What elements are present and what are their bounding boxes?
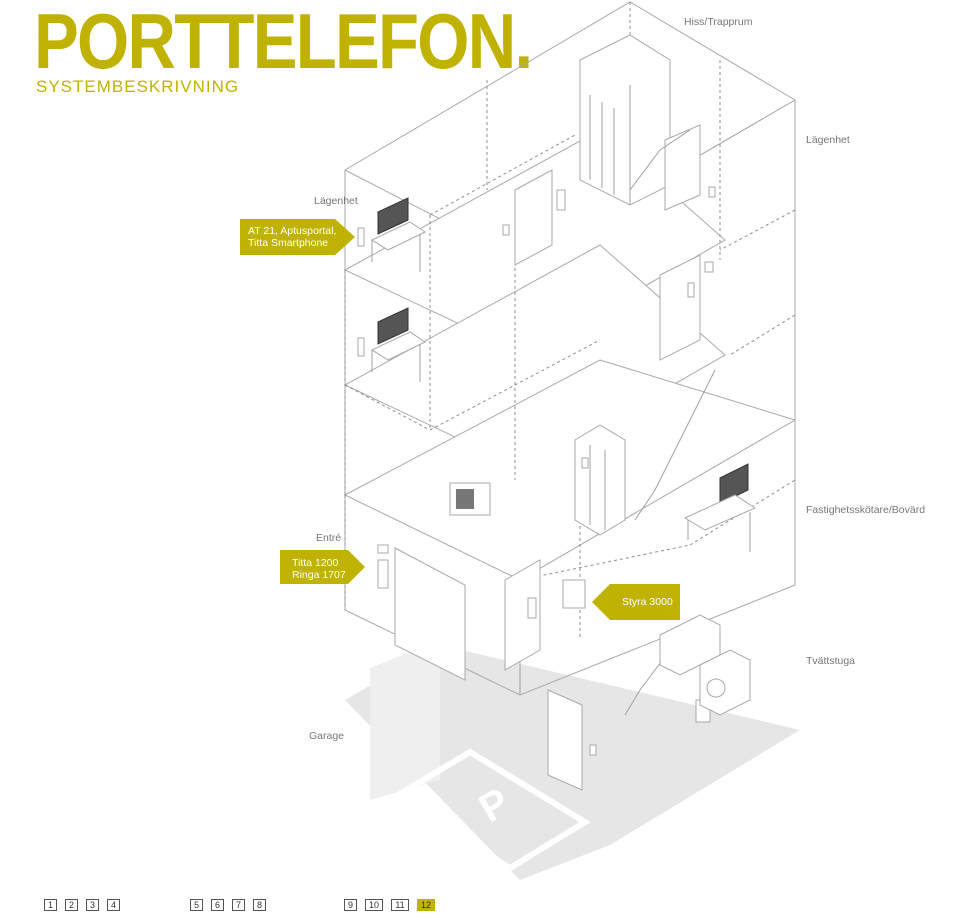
garage-wall-left [370, 640, 440, 800]
callout-titta: Titta 1200 Ringa 1707 [292, 557, 346, 581]
page-navigation: 1 2 3 4 5 6 7 8 9 10 11 12 [44, 899, 443, 911]
elevator-shaft [574, 34, 671, 536]
parking-space [389, 748, 591, 872]
label-entre: Entré [316, 532, 342, 544]
page-button-5[interactable]: 5 [190, 899, 203, 911]
callout-at21: AT 21, Aptusportal, Titta Smartphone [248, 225, 336, 249]
callout-styra-line1: Styra 3000 [622, 596, 673, 608]
label-tvattstuga: Tvättstuga [806, 655, 856, 667]
callout-styra: Styra 3000 [622, 596, 673, 608]
page-button-4[interactable]: 4 [107, 899, 120, 911]
washing-machine [659, 614, 751, 716]
label-lagenhet-left: Lägenhet [314, 195, 358, 207]
label-lagenhet-right: Lägenhet [806, 134, 850, 146]
page-button-12[interactable]: 12 [417, 899, 435, 911]
page-button-6[interactable]: 6 [211, 899, 224, 911]
callout-at21-line1: AT 21, Aptusportal, [248, 225, 337, 237]
callout-at21-shape [240, 219, 355, 255]
page-button-3[interactable]: 3 [86, 899, 99, 911]
page-button-9[interactable]: 9 [344, 899, 357, 911]
callout-titta-shape [280, 550, 365, 584]
page-button-8[interactable]: 8 [253, 899, 266, 911]
callout-titta-line1: Titta 1200 [292, 557, 339, 569]
callout-at21-line2: Titta Smartphone [248, 237, 329, 249]
label-fastighetsskotare: Fastighetsskötare/Bovärd [806, 504, 926, 516]
page-button-2[interactable]: 2 [65, 899, 78, 911]
page-button-7[interactable]: 7 [232, 899, 245, 911]
page-title: PORTTELEFON. [34, 0, 533, 85]
doors [394, 124, 701, 791]
apartment-equipment [370, 197, 757, 552]
page-button-10[interactable]: 10 [365, 899, 383, 911]
callout-styra-shape [592, 584, 680, 620]
page-subtitle: SYSTEMBESKRIVNING [36, 77, 240, 96]
label-hiss-trapprum: Hiss/Trapprum [684, 16, 753, 28]
page-button-11[interactable]: 11 [391, 899, 409, 911]
callout-titta-line2: Ringa 1707 [292, 569, 346, 581]
page-button-1[interactable]: 1 [44, 899, 57, 911]
label-garage: Garage [309, 730, 345, 742]
